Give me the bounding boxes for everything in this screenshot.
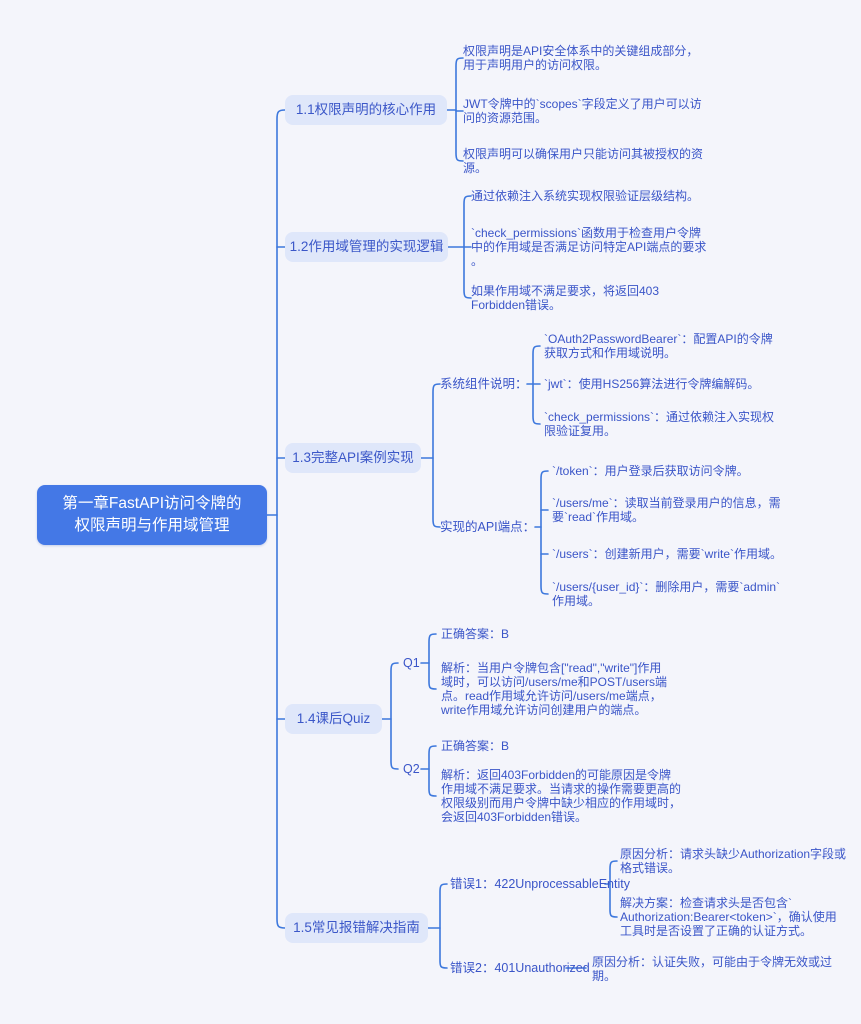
leaf-note[interactable]: `/users/{user_id}`：删除用户，需要`admin` 作用域。 bbox=[552, 580, 781, 608]
group-label-components[interactable]: 系统组件说明： bbox=[440, 377, 528, 391]
leaf-note[interactable]: 权限声明可以确保用户只能访问其被授权的资 源。 bbox=[463, 147, 704, 175]
leaf-note[interactable]: `check_permissions`：通过依赖注入实现权 限验证复用。 bbox=[544, 410, 775, 438]
leaf-note[interactable]: `OAuth2PasswordBearer`：配置API的令牌 获取方式和作用域… bbox=[544, 332, 773, 360]
leaf-note[interactable]: `/token`：用户登录后获取访问令牌。 bbox=[552, 464, 749, 478]
leaf-note[interactable]: `check_permissions`函数用于检查用户令牌 中的作用域是否满足访… bbox=[471, 226, 707, 268]
leaf-note[interactable]: 权限声明是API安全体系中的关键组成部分， 用于声明用户的访问权限。 bbox=[463, 44, 699, 72]
branch-node-1-4[interactable]: 1.4课后Quiz bbox=[285, 704, 382, 734]
leaf-note[interactable]: `jwt`：使用HS256算法进行令牌编解码。 bbox=[544, 377, 760, 391]
leaf-note[interactable]: `/users`：创建新用户，需要`write`作用域。 bbox=[552, 547, 782, 561]
error-cause[interactable]: 原因分析：请求头缺少Authorization字段或 格式错误。 bbox=[620, 847, 847, 875]
quiz-analysis[interactable]: 解析：当用户令牌包含["read","write"]作用 域时，可以访问/use… bbox=[441, 661, 668, 717]
quiz-answer[interactable]: 正确答案：B bbox=[441, 627, 510, 641]
leaf-note[interactable]: 通过依赖注入系统实现权限验证层级结构。 bbox=[471, 189, 700, 203]
branch-node-1-5[interactable]: 1.5常见报错解决指南 bbox=[285, 913, 428, 943]
leaf-note[interactable]: 如果作用域不满足要求，将返回403 Forbidden错误。 bbox=[471, 284, 660, 312]
error-label-422[interactable]: 错误1：422UnprocessableEntity bbox=[450, 877, 630, 891]
error-label-401[interactable]: 错误2：401Unauthorized bbox=[450, 961, 590, 975]
error-solution[interactable]: 解决方案：检查请求头是否包含` Authorization:Bearer<tok… bbox=[620, 896, 837, 938]
branch-node-1-2[interactable]: 1.2作用域管理的实现逻辑 bbox=[285, 232, 448, 262]
leaf-note[interactable]: `/users/me`：读取当前登录用户的信息，需 要`read`作用域。 bbox=[552, 496, 781, 524]
question-label-q2[interactable]: Q2 bbox=[403, 762, 420, 776]
branch-node-1-1[interactable]: 1.1权限声明的核心作用 bbox=[285, 95, 447, 125]
quiz-answer[interactable]: 正确答案：B bbox=[441, 739, 510, 753]
leaf-note[interactable]: JWT令牌中的`scopes`字段定义了用户可以访 问的资源范围。 bbox=[463, 97, 702, 125]
group-label-endpoints[interactable]: 实现的API端点： bbox=[440, 520, 536, 534]
branch-node-1-3[interactable]: 1.3完整API案例实现 bbox=[285, 443, 421, 473]
error-cause[interactable]: 原因分析：认证失败，可能由于令牌无效或过 期。 bbox=[592, 955, 833, 983]
root-node[interactable]: 第一章FastAPI访问令牌的 权限声明与作用域管理 bbox=[37, 485, 267, 545]
quiz-analysis[interactable]: 解析：返回403Forbidden的可能原因是令牌 作用域不满足要求。当请求的操… bbox=[441, 768, 682, 824]
question-label-q1[interactable]: Q1 bbox=[403, 656, 420, 670]
